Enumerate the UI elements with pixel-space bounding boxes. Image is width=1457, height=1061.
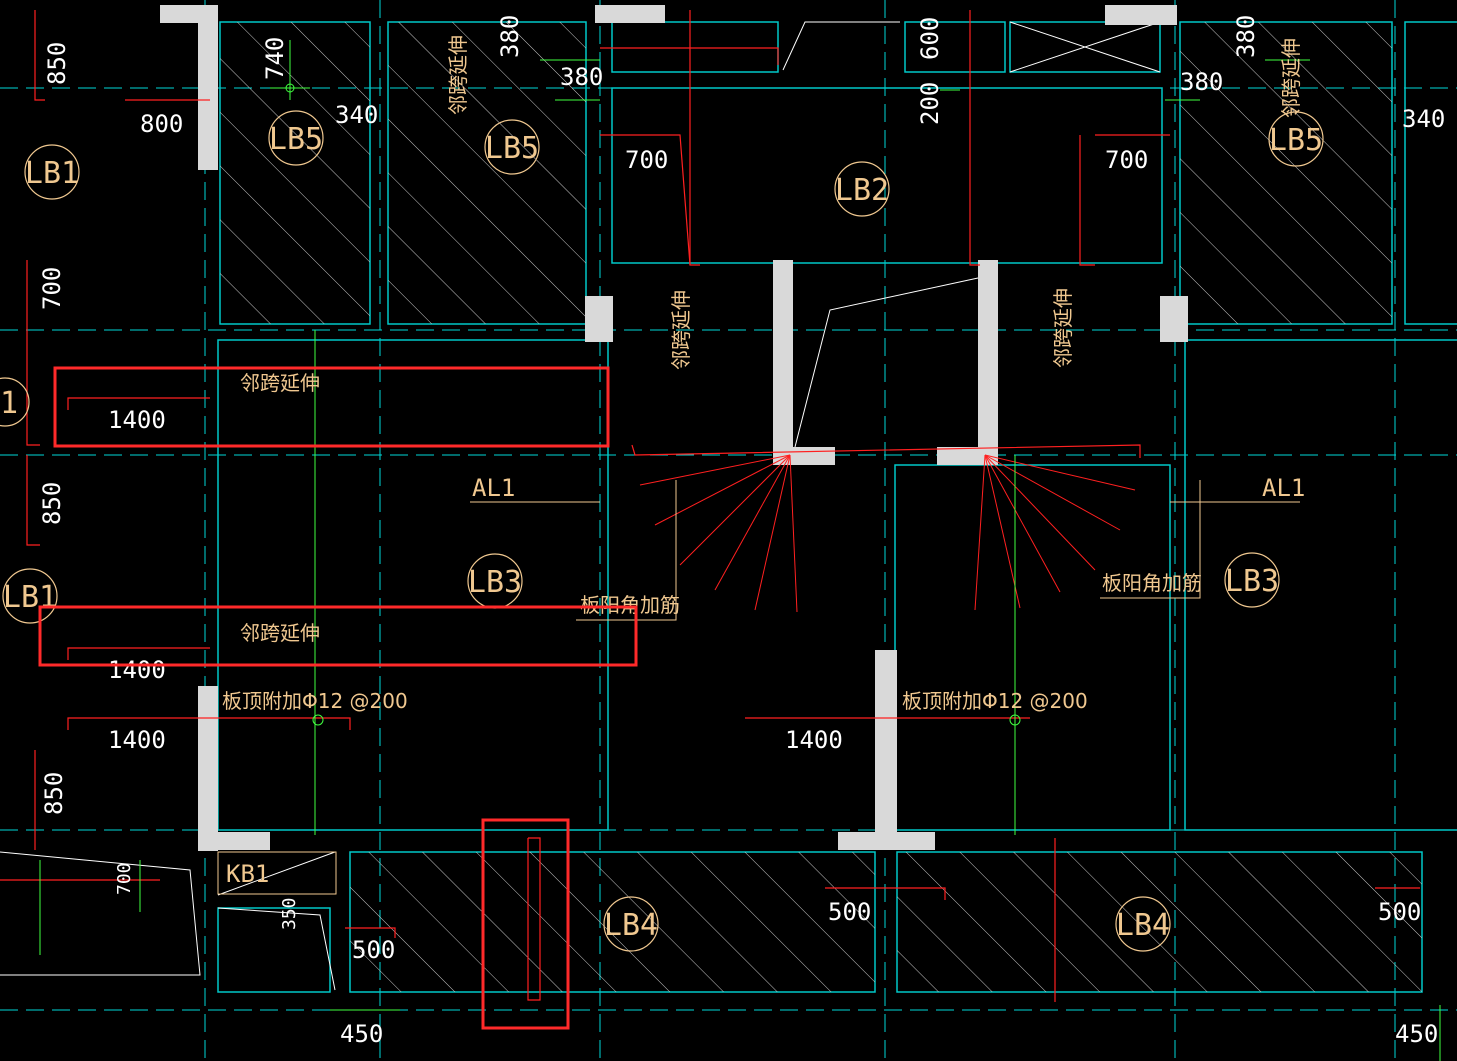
dim-text: 1400 xyxy=(785,726,843,754)
slab-tag: LB3 xyxy=(1225,564,1279,599)
note-text: 邻跨延伸 xyxy=(240,371,320,395)
beam-tag: AL1 xyxy=(1262,474,1305,502)
slab-tag: LB5 xyxy=(485,131,539,166)
slab-tag: LB1 xyxy=(25,156,79,191)
highlight-box-1 xyxy=(53,366,610,448)
dim-text: 340 xyxy=(1402,105,1445,133)
dim-text: 1400 xyxy=(108,656,166,684)
slab-tags xyxy=(0,110,1324,952)
corner-fan-left xyxy=(639,454,798,613)
hatched-slabs xyxy=(220,22,1422,992)
dim-text: 600 xyxy=(916,17,944,60)
highlight-boxes xyxy=(38,366,638,1030)
corner-fan-right xyxy=(974,454,1136,611)
rebar-lines xyxy=(0,10,1420,1002)
dim-text: 500 xyxy=(352,936,395,964)
note-text: 板阳角加筋 xyxy=(1102,571,1202,595)
beam-tag: AL1 xyxy=(472,474,515,502)
note-text: 邻跨延伸 xyxy=(669,290,693,370)
note-text: 板顶附加Φ12 @200 xyxy=(902,689,1088,713)
dim-lines xyxy=(39,40,1441,1061)
slab-tag: LB5 xyxy=(1269,123,1323,158)
dim-text: 380 xyxy=(496,15,524,58)
dim-text: 850 xyxy=(43,42,71,85)
dim-text: 700 xyxy=(38,267,66,310)
slab-tag: LB4 xyxy=(1116,908,1170,943)
highlight-box-3 xyxy=(481,818,570,1030)
dim-text: 450 xyxy=(340,1020,383,1048)
stair-details xyxy=(0,21,979,991)
dim-text: 200 xyxy=(916,82,944,125)
note-text: 邻跨延伸 xyxy=(1051,288,1075,368)
dim-text: 340 xyxy=(335,101,378,129)
dim-text: 500 xyxy=(1378,898,1421,926)
slab-tag: LB1 xyxy=(3,580,57,615)
axis-markers xyxy=(285,83,1021,726)
kb-tag: KB1 xyxy=(226,860,269,888)
dim-text: 1400 xyxy=(108,726,166,754)
slab-tag: B1 xyxy=(0,386,18,421)
slab-tag: LB4 xyxy=(604,908,658,943)
dim-text: 1400 xyxy=(108,406,166,434)
note-underlines xyxy=(217,480,1300,895)
slab-tag: LB5 xyxy=(269,122,323,157)
dim-text: 700 xyxy=(1105,146,1148,174)
note-text: 邻跨延伸 xyxy=(446,35,470,115)
highlight-box-2 xyxy=(38,605,638,667)
slab-tag: LB3 xyxy=(468,565,522,600)
walls xyxy=(160,5,1188,851)
note-text: 板阳角加筋 xyxy=(580,593,680,617)
dim-text: 700 xyxy=(114,862,135,895)
dim-text: 850 xyxy=(38,482,66,525)
note-text: 邻跨延伸 xyxy=(1279,38,1303,118)
slab-tag: LB2 xyxy=(835,173,889,208)
dim-text: 450 xyxy=(1395,1020,1438,1048)
note-text: 邻跨延伸 xyxy=(240,621,320,645)
dim-text: 850 xyxy=(40,772,68,815)
dim-text: 380 xyxy=(1232,15,1260,58)
dim-text: 380 xyxy=(1180,68,1223,96)
dim-text: 350 xyxy=(279,897,300,930)
dim-text: 740 xyxy=(261,37,289,80)
dim-text: 380 xyxy=(560,63,603,91)
shaft-cross xyxy=(1009,21,1161,73)
note-text: 板顶附加Φ12 @200 xyxy=(222,689,408,713)
dim-text: 800 xyxy=(140,110,183,138)
dim-text: 700 xyxy=(625,146,668,174)
dim-text: 500 xyxy=(828,898,871,926)
